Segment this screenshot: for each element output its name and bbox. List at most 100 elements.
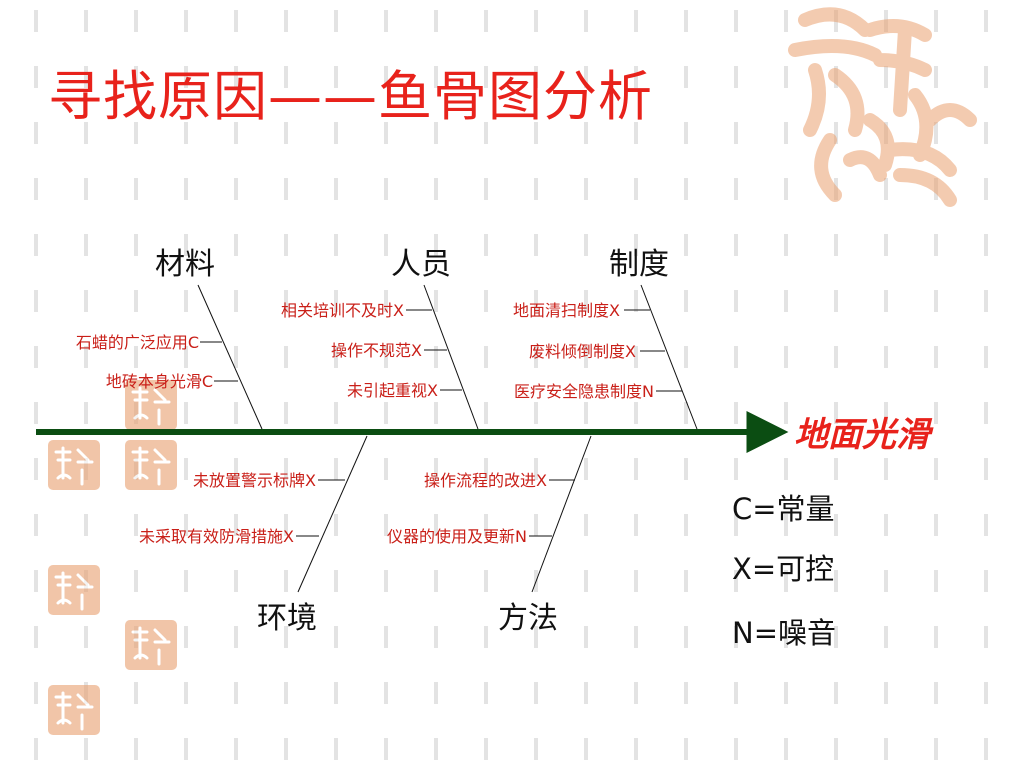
- pattern-dash: [784, 346, 788, 368]
- pattern-dash: [434, 346, 438, 368]
- pattern-dash: [584, 234, 588, 256]
- category-personnel: 人员: [391, 247, 451, 282]
- pattern-dash: [334, 122, 338, 144]
- pattern-dash: [534, 514, 538, 536]
- cause-environment-2: 未采取有效防滑措施X: [139, 527, 294, 546]
- pattern-dash: [984, 682, 988, 704]
- pattern-dash: [634, 66, 638, 88]
- pattern-dash: [634, 570, 638, 592]
- pattern-dash: [434, 626, 438, 648]
- pattern-dash: [184, 10, 188, 32]
- seal-stamp: [125, 620, 177, 670]
- pattern-dash: [984, 570, 988, 592]
- pattern-dash: [634, 682, 638, 704]
- pattern-dash: [834, 346, 838, 368]
- pattern-dash: [434, 682, 438, 704]
- pattern-dash: [434, 514, 438, 536]
- pattern-dash: [284, 514, 288, 536]
- pattern-dash: [784, 66, 788, 88]
- pattern-dash: [684, 458, 688, 480]
- pattern-dash: [834, 682, 838, 704]
- pattern-dash: [284, 66, 288, 88]
- pattern-dash: [634, 290, 638, 312]
- pattern-dash: [34, 346, 38, 368]
- bone-method: [531, 435, 592, 593]
- pattern-dash: [884, 458, 888, 480]
- pattern-dash: [284, 346, 288, 368]
- pattern-dash: [734, 178, 738, 200]
- pattern-dash: [634, 514, 638, 536]
- pattern-dash: [334, 290, 338, 312]
- category-environment: 环境: [257, 601, 317, 636]
- pattern-dash: [134, 178, 138, 200]
- pattern-dash: [84, 122, 88, 144]
- pattern-dash: [884, 738, 888, 760]
- cause-method-2: 仪器的使用及更新N: [387, 527, 527, 546]
- pattern-dash: [434, 570, 438, 592]
- pattern-dash: [284, 290, 288, 312]
- seal-stamp: [48, 565, 100, 615]
- pattern-dash: [534, 682, 538, 704]
- pattern-dash: [584, 682, 588, 704]
- pattern-dash: [834, 458, 838, 480]
- pattern-dash: [134, 514, 138, 536]
- pattern-dash: [884, 66, 888, 88]
- pattern-dash: [134, 10, 138, 32]
- pattern-dash: [334, 402, 338, 424]
- pattern-dash: [834, 402, 838, 424]
- pattern-dash: [984, 402, 988, 424]
- page-title: 寻找原因——鱼骨图分析: [48, 65, 653, 128]
- pattern-dash: [634, 738, 638, 760]
- watermark-stamps: [48, 380, 177, 735]
- pattern-dash: [384, 514, 388, 536]
- pattern-dash: [734, 626, 738, 648]
- pattern-dash: [784, 458, 788, 480]
- pattern-dash: [434, 178, 438, 200]
- pattern-dash: [784, 514, 788, 536]
- pattern-dash: [934, 514, 938, 536]
- category-system: 制度: [609, 247, 669, 282]
- pattern-dash: [334, 682, 338, 704]
- pattern-dash: [634, 402, 638, 424]
- pattern-dash: [984, 234, 988, 256]
- pattern-dash: [234, 626, 238, 648]
- pattern-dash: [184, 682, 188, 704]
- pattern-dash: [134, 66, 138, 88]
- pattern-dash: [34, 178, 38, 200]
- pattern-dash: [384, 234, 388, 256]
- pattern-dash: [534, 66, 538, 88]
- pattern-dash: [434, 10, 438, 32]
- pattern-dash: [384, 66, 388, 88]
- pattern-dash: [734, 66, 738, 88]
- pattern-dash: [234, 682, 238, 704]
- pattern-dash: [584, 458, 588, 480]
- pattern-dash: [684, 738, 688, 760]
- pattern-dash: [34, 626, 38, 648]
- pattern-dash: [984, 514, 988, 536]
- pattern-dash: [534, 458, 538, 480]
- pattern-dash: [484, 738, 488, 760]
- pattern-dash: [734, 570, 738, 592]
- pattern-dash: [934, 234, 938, 256]
- pattern-dash: [334, 514, 338, 536]
- pattern-dash: [134, 738, 138, 760]
- pattern-dash: [234, 234, 238, 256]
- pattern-dash: [384, 570, 388, 592]
- pattern-dash: [884, 178, 888, 200]
- cause-system-1: 地面清扫制度X: [513, 301, 620, 320]
- pattern-dash: [934, 290, 938, 312]
- pattern-dash: [134, 290, 138, 312]
- pattern-dash: [484, 290, 488, 312]
- pattern-dash: [84, 178, 88, 200]
- pattern-dash: [234, 10, 238, 32]
- pattern-dash: [484, 570, 488, 592]
- pattern-dash: [984, 122, 988, 144]
- pattern-dash: [634, 346, 638, 368]
- pattern-dash: [484, 458, 488, 480]
- pattern-dash: [784, 234, 788, 256]
- seal-stamp: [48, 440, 100, 490]
- pattern-dash: [534, 178, 538, 200]
- pattern-dash: [934, 346, 938, 368]
- pattern-dash: [484, 178, 488, 200]
- pattern-dash: [384, 10, 388, 32]
